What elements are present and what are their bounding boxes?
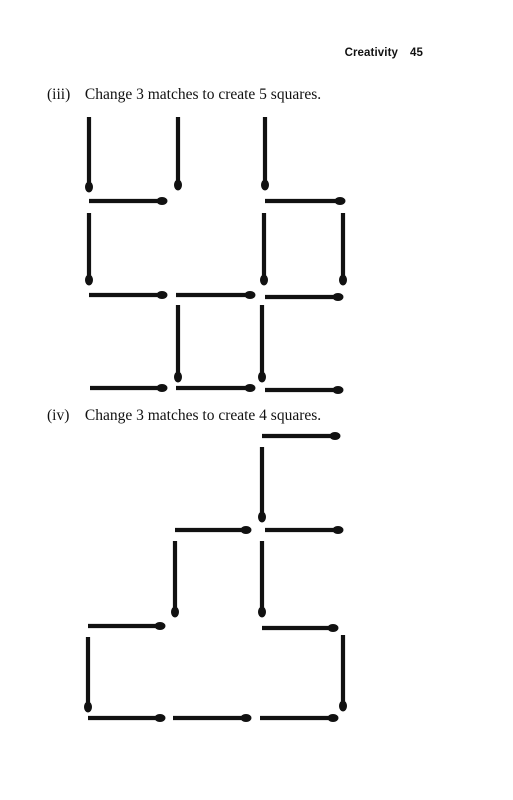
match-head xyxy=(85,181,93,193)
match-head xyxy=(85,274,93,286)
match-head xyxy=(156,197,168,205)
match-head xyxy=(334,197,346,205)
running-head: Creativity 45 xyxy=(0,47,423,59)
matchstick-figure-iv xyxy=(84,432,347,722)
puzzle-iii-caption: (iii) Change 3 matches to create 5 squar… xyxy=(47,86,321,104)
match-head xyxy=(327,624,339,632)
match-head xyxy=(260,274,268,286)
puzzle-iii-instruction: Change 3 matches to create 5 squares. xyxy=(84,86,322,103)
matchstick-figure-iii xyxy=(85,117,347,394)
match-head xyxy=(329,432,341,440)
match-head xyxy=(240,526,252,534)
match-head xyxy=(327,714,339,722)
match-head xyxy=(156,384,168,392)
match-head xyxy=(258,511,266,523)
puzzle-iii-label: (iii) xyxy=(47,86,71,103)
match-head xyxy=(154,714,166,722)
match-head xyxy=(174,179,182,191)
match-head xyxy=(244,384,256,392)
match-head xyxy=(332,526,344,534)
puzzle-iv-instruction: Change 3 matches to create 4 squares. xyxy=(84,407,322,424)
match-head xyxy=(339,700,347,712)
match-head xyxy=(258,371,266,383)
match-head xyxy=(244,291,256,299)
match-head xyxy=(258,606,266,618)
match-head xyxy=(174,371,182,383)
match-head xyxy=(171,606,179,618)
puzzle-iv-caption: (iv) Change 3 matches to create 4 square… xyxy=(47,407,321,425)
match-head xyxy=(156,291,168,299)
running-head-title: Creativity xyxy=(344,47,398,59)
match-head xyxy=(84,701,92,713)
puzzle-iv-label: (iv) xyxy=(47,407,70,424)
page-number: 45 xyxy=(410,47,423,59)
match-head xyxy=(154,622,166,630)
match-head xyxy=(332,293,344,301)
match-head xyxy=(339,274,347,286)
match-head xyxy=(332,386,344,394)
match-head xyxy=(240,714,252,722)
match-head xyxy=(261,179,269,191)
